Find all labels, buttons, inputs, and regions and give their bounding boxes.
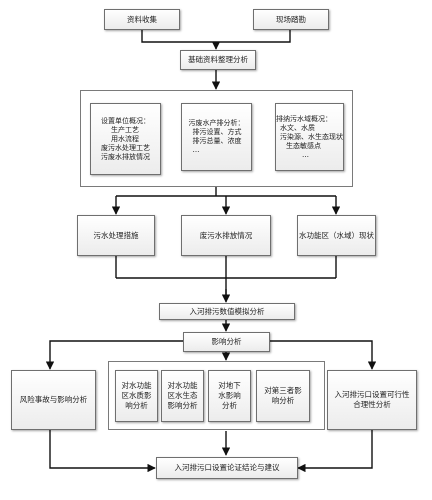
risk-analysis-box: 风险事故与影响分析 (11, 370, 96, 430)
discharge-analysis-title: 污废水产排分析： (188, 119, 245, 127)
discharge-analysis-box: 污废水产排分析： 排污设置、方式 排污总量、浓度 … (181, 103, 252, 171)
impact-item-line: 响分析 (271, 396, 295, 405)
impact-item-box: 对水功能 区水生态 影响分析 (161, 370, 204, 422)
discharge-analysis-line: 排污总量、浓度 (192, 137, 242, 145)
impact-item-box: 对第三者影 响分析 (256, 370, 310, 422)
water-body-overview-line: … (302, 150, 309, 159)
impact-item-line: 分析 (222, 401, 237, 410)
water-body-overview-title: 排纳污水域概况： (276, 114, 332, 123)
discharge-analysis-line: … (192, 146, 200, 154)
unit-overview-title: 设置单位概况： (101, 116, 150, 125)
wastewater-discharge-label: 废污水排放情况 (199, 230, 253, 240)
unit-overview-line: 废污水处理工艺 (101, 143, 150, 152)
impact-item-line: 影响分析 (167, 401, 198, 410)
water-body-overview-line: 生态敏感点 (286, 141, 321, 150)
basic-analysis-box: 基础资料整理分析 (180, 50, 256, 70)
feasibility-box: 入河排污口设置可行性 合理性分析 (327, 370, 417, 430)
unit-overview-line: 生产工艺 (111, 125, 139, 134)
water-body-overview-line: 水文、水质 (280, 123, 315, 132)
feasibility-line: 合理性分析 (353, 400, 391, 409)
data-collection-box: 资料收集 (104, 9, 180, 30)
impact-item-line: 区水生态 (167, 391, 198, 400)
impact-item-box: 对地下 水影响 分析 (208, 370, 251, 422)
water-function-zone-label: 水功能区（水域）现状 (299, 230, 374, 240)
basic-analysis-label: 基础资料整理分析 (188, 55, 248, 64)
impact-item-line: 区水质影 (121, 391, 152, 400)
data-collection-label: 资料收集 (127, 14, 157, 24)
risk-analysis-label: 风险事故与影响分析 (19, 395, 88, 404)
impact-item-box: 对水功能 区水质影 响分析 (115, 370, 158, 422)
impact-item-line: 对地下 (218, 381, 241, 390)
site-survey-label: 现场踏勘 (276, 14, 306, 24)
impact-item-line: 对第三者影 (264, 386, 302, 395)
water-body-overview-line: 污染源、水生态现状 (280, 132, 343, 141)
discharge-analysis-line: 排污设置、方式 (192, 128, 242, 136)
impact-item-line: 响分析 (125, 401, 148, 410)
sewage-treatment-box: 污水处理措施 (77, 215, 155, 256)
water-function-zone-box: 水功能区（水域）现状 (297, 215, 376, 256)
numerical-simulation-label: 入河排污数值模拟分析 (189, 306, 265, 316)
feasibility-line: 入河排污口设置可行性 (334, 390, 410, 399)
impact-item-line: 水影响 (218, 391, 241, 400)
impact-item-line: 对水功能 (167, 381, 198, 390)
conclusion-label: 入河排污口设置论证结论与建议 (174, 463, 280, 472)
impact-analysis-box: 影响分析 (183, 332, 270, 352)
sewage-treatment-label: 污水处理措施 (93, 230, 139, 240)
site-survey-box: 现场踏勘 (253, 9, 329, 30)
numerical-simulation-box: 入河排污数值模拟分析 (159, 303, 295, 320)
unit-overview-line: 污废水排放情况 (101, 152, 150, 161)
impact-item-line: 对水功能 (121, 381, 152, 390)
impact-analysis-label: 影响分析 (211, 337, 242, 346)
conclusion-box: 入河排污口设置论证结论与建议 (156, 457, 298, 479)
wastewater-discharge-box: 废污水排放情况 (181, 215, 271, 256)
unit-overview-line: 用水流程 (111, 134, 139, 143)
water-body-overview-box: 排纳污水域概况： 水文、水质 污染源、水生态现状 生态敏感点 … (275, 103, 344, 171)
unit-overview-box: 设置单位概况： 生产工艺 用水流程 废污水处理工艺 污废水排放情况 (90, 103, 161, 175)
